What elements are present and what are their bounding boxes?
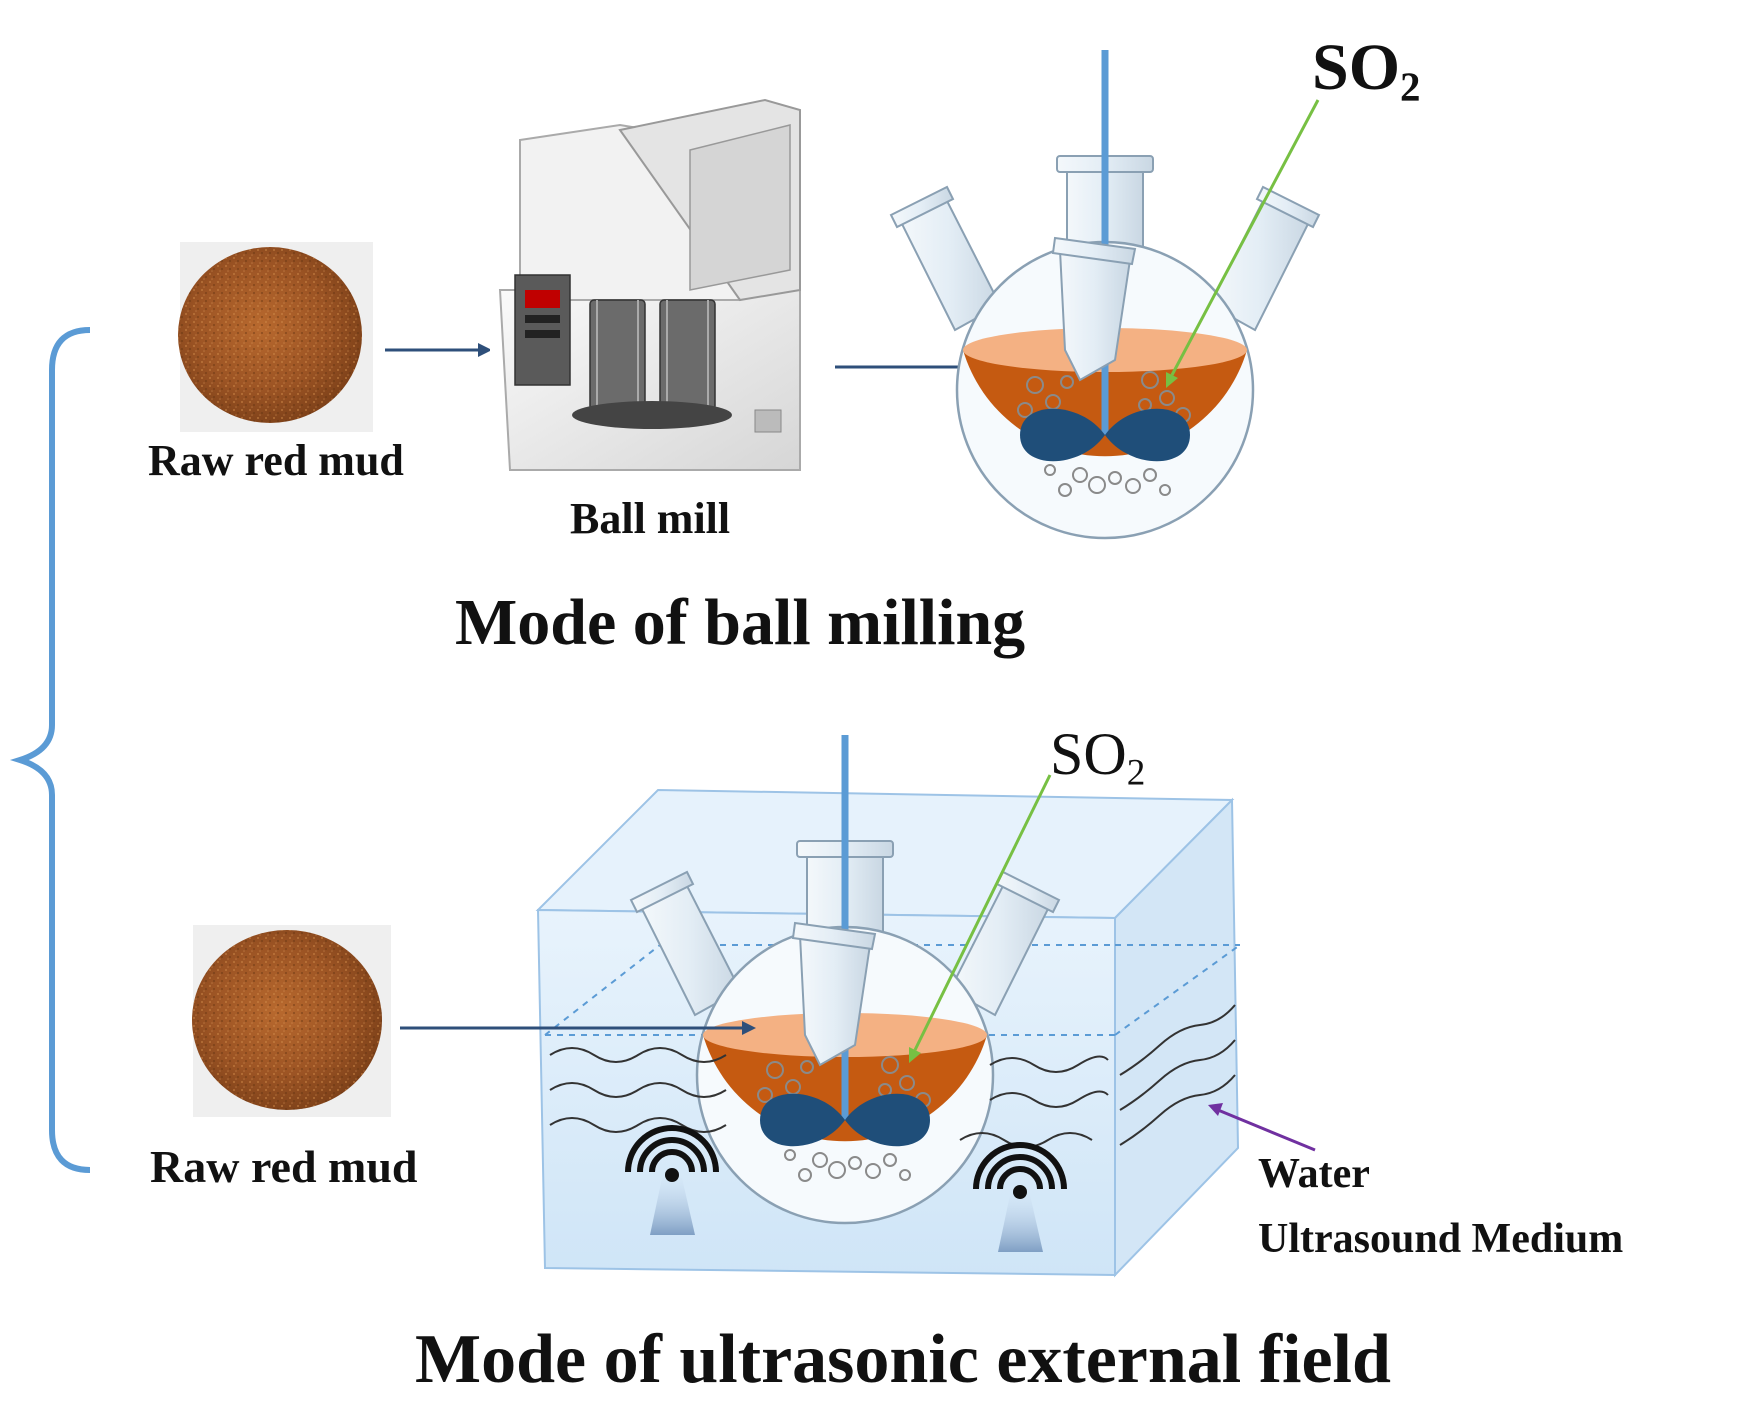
ultrasound-emitter-icon bbox=[973, 1142, 1067, 1252]
raw-red-mud-label-top: Raw red mud bbox=[148, 436, 404, 485]
ball-mill-image bbox=[490, 98, 815, 492]
raw-red-mud-image-bottom bbox=[192, 925, 391, 1117]
caption-ultrasonic-field: Mode of ultrasonic external field bbox=[415, 1321, 1391, 1398]
caption-ball-milling: Mode of ball milling bbox=[455, 586, 1026, 659]
so2-label-bottom: SO2 bbox=[1050, 721, 1146, 794]
raw-red-mud-label-bottom: Raw red mud bbox=[150, 1141, 418, 1192]
medium-label-ultrasound: Ultrasound Medium bbox=[1258, 1216, 1624, 1262]
raw-red-mud-image-top bbox=[178, 242, 373, 432]
ultrasound-emitter-icon bbox=[625, 1125, 719, 1235]
ball-mill-label: Ball mill bbox=[570, 494, 731, 543]
ultrasound-waves bbox=[549, 1004, 1236, 1148]
group-brace bbox=[9, 327, 91, 1173]
so2-label-top: SO2 bbox=[1312, 31, 1421, 110]
medium-label-water: Water bbox=[1258, 1151, 1370, 1197]
three-neck-flask-top bbox=[891, 50, 1319, 538]
